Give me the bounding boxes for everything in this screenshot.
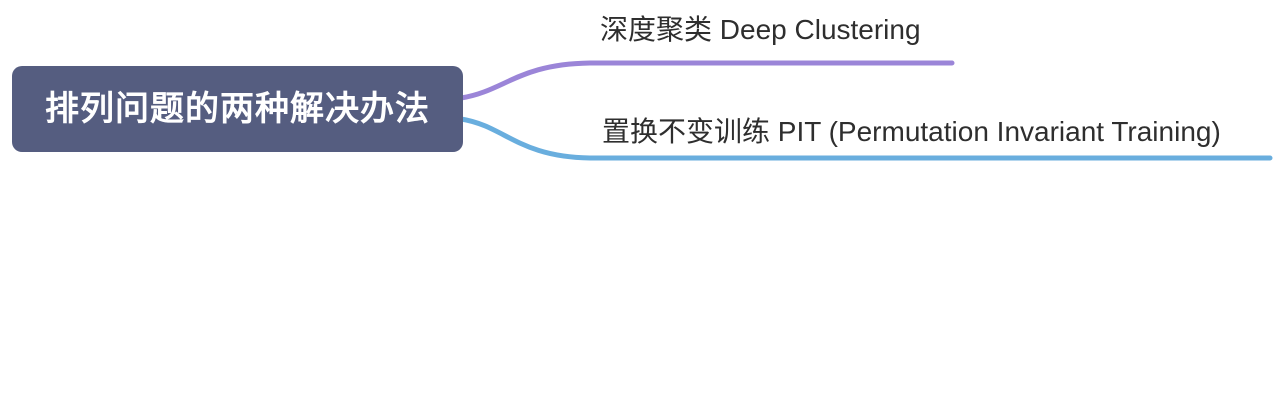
root-topic-label: 排列问题的两种解决办法: [45, 90, 430, 128]
topic-pit[interactable]: 置换不变训练 PIT (Permutation Invariant Traini…: [602, 116, 1221, 147]
branch-connector-deep-clustering: [458, 60, 955, 101]
topic-deep-clustering[interactable]: 深度聚类 Deep Clustering: [600, 14, 921, 45]
root-topic-node[interactable]: 排列问题的两种解决办法: [12, 66, 463, 152]
